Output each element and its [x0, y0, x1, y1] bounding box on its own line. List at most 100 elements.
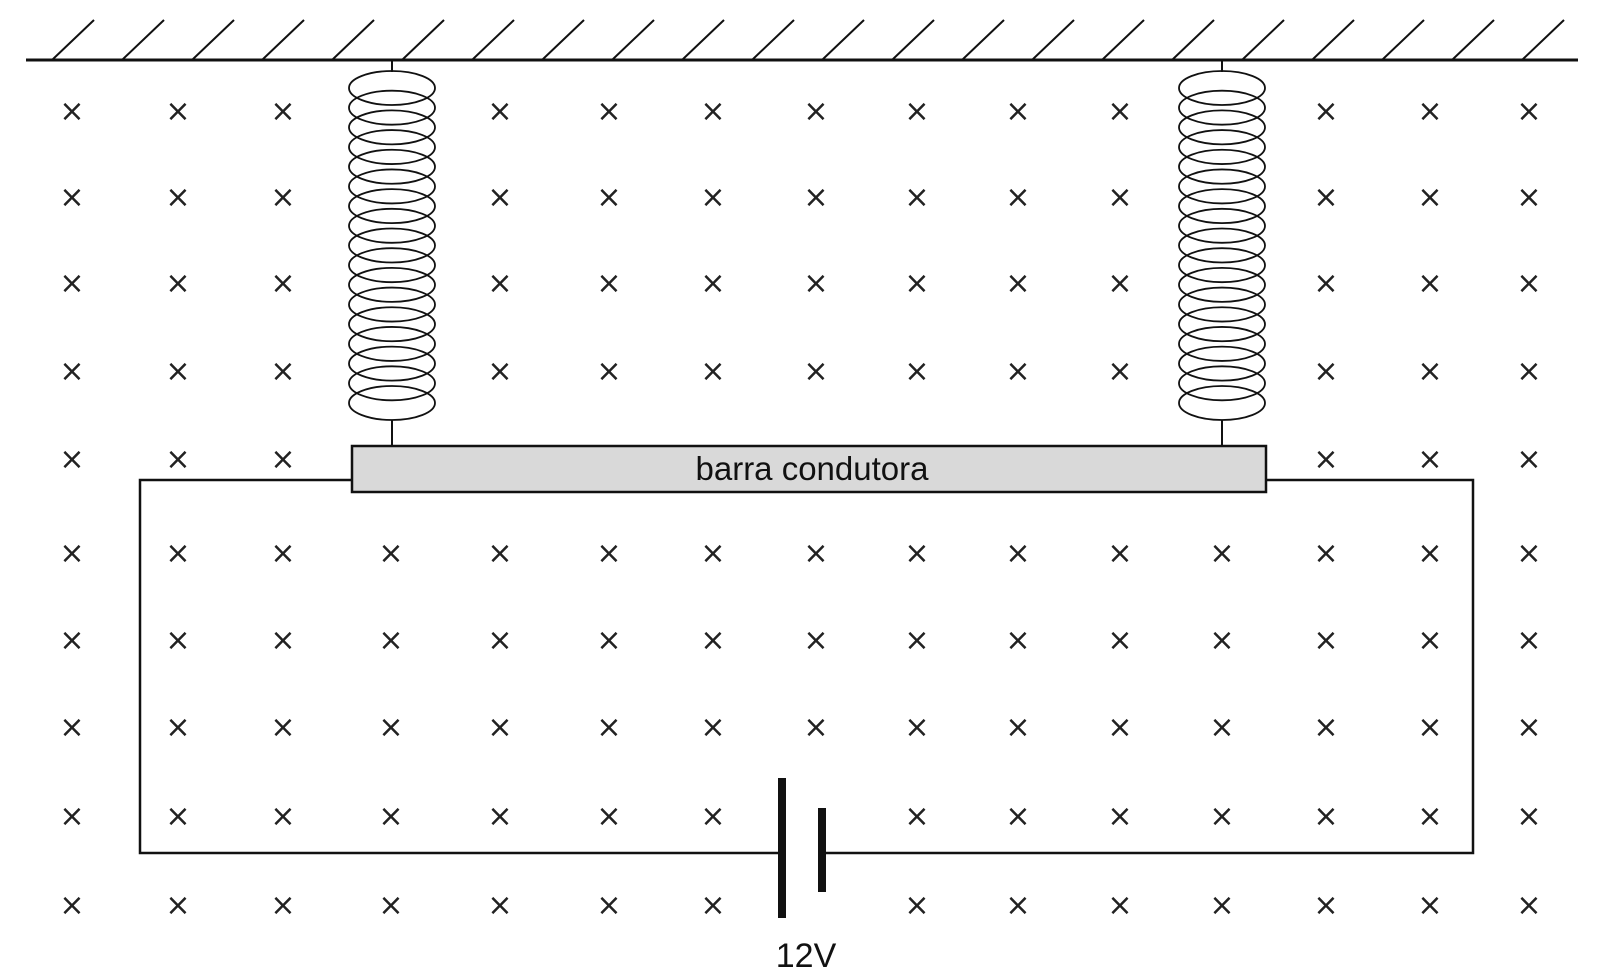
field-into-page-mark: × [1313, 442, 1338, 477]
spring-right-coils [1178, 70, 1266, 421]
field-into-page-mark: × [1107, 180, 1132, 215]
hatch-line [1171, 19, 1215, 61]
field-into-page-mark: × [270, 266, 295, 301]
spring-coil [1178, 89, 1266, 126]
field-into-page-mark: × [59, 94, 84, 129]
spring-coil [348, 345, 436, 382]
field-into-page-mark: × [1005, 888, 1030, 923]
field-into-page-mark: × [1516, 799, 1541, 834]
spring-coil [1178, 227, 1266, 264]
conducting-bar-label: barra condutora [696, 450, 930, 487]
field-into-page-mark: × [700, 354, 725, 389]
field-into-page-mark: × [165, 888, 190, 923]
field-into-page-mark: × [270, 180, 295, 215]
field-into-page-mark: × [1313, 623, 1338, 658]
field-into-page-mark: × [59, 354, 84, 389]
field-into-page-mark: × [1107, 266, 1132, 301]
hatch-line [121, 19, 165, 61]
spring-coil [1178, 345, 1266, 382]
field-into-page-mark: × [1313, 536, 1338, 571]
spring-coil [1178, 207, 1266, 244]
field-into-page-mark: × [1417, 623, 1442, 658]
field-into-page-mark: × [904, 266, 929, 301]
field-into-page-mark: × [1313, 94, 1338, 129]
field-into-page-mark: × [1417, 180, 1442, 215]
field-into-page-mark: × [1107, 710, 1132, 745]
spring-coil [348, 109, 436, 146]
hatch-line [471, 19, 515, 61]
field-into-page-mark: × [1417, 442, 1442, 477]
hatch-line [1381, 19, 1425, 61]
field-into-page-mark: × [700, 623, 725, 658]
field-into-page-mark: × [165, 536, 190, 571]
field-into-page-mark: × [904, 94, 929, 129]
field-into-page-mark: × [803, 623, 828, 658]
field-into-page-mark: × [487, 536, 512, 571]
field-into-page-mark: × [1005, 710, 1030, 745]
field-into-page-mark: × [1209, 710, 1234, 745]
field-into-page-mark: × [270, 888, 295, 923]
field-into-page-mark: × [1313, 354, 1338, 389]
field-into-page-mark: × [487, 623, 512, 658]
circuit-wire-right [821, 478, 1475, 855]
field-into-page-mark: × [1107, 888, 1132, 923]
spring-coil [1178, 247, 1266, 284]
field-into-page-mark: × [270, 799, 295, 834]
field-into-page-mark: × [487, 94, 512, 129]
field-into-page-mark: × [165, 623, 190, 658]
field-into-page-mark: × [1209, 888, 1234, 923]
spring-coil [1178, 306, 1266, 343]
field-into-page-mark: × [1516, 266, 1541, 301]
field-into-page-mark: × [700, 94, 725, 129]
hatch-line [681, 19, 725, 61]
field-into-page-mark: × [803, 94, 828, 129]
spring-coil [1178, 266, 1266, 303]
field-into-page-mark: × [270, 442, 295, 477]
field-into-page-mark: × [270, 710, 295, 745]
field-into-page-mark: × [700, 536, 725, 571]
field-into-page-mark: × [1516, 354, 1541, 389]
field-into-page-mark: × [803, 536, 828, 571]
circuit-wire-left [138, 478, 780, 855]
field-into-page-mark: × [378, 799, 403, 834]
field-into-page-mark: × [1516, 94, 1541, 129]
field-into-page-mark: × [596, 536, 621, 571]
field-into-page-mark: × [596, 180, 621, 215]
field-into-page-mark: × [378, 888, 403, 923]
field-into-page-mark: × [487, 180, 512, 215]
hatch-line [1521, 19, 1565, 61]
field-into-page-mark: × [1313, 710, 1338, 745]
field-into-page-mark: × [1107, 354, 1132, 389]
field-into-page-mark: × [596, 94, 621, 129]
field-into-page-mark: × [596, 710, 621, 745]
field-into-page-mark: × [59, 710, 84, 745]
field-into-page-mark: × [1005, 623, 1030, 658]
spring-coil [1178, 385, 1266, 421]
field-into-page-mark: × [700, 888, 725, 923]
field-into-page-mark: × [1417, 354, 1442, 389]
field-into-page-mark: × [803, 354, 828, 389]
field-into-page-mark: × [1107, 94, 1132, 129]
hatch-line [541, 19, 585, 61]
field-into-page-mark: × [487, 354, 512, 389]
hatch-line [261, 19, 305, 61]
field-into-page-mark: × [59, 623, 84, 658]
field-into-page-mark: × [1107, 799, 1132, 834]
field-into-page-mark: × [904, 354, 929, 389]
field-into-page-mark: × [270, 354, 295, 389]
spring-coil [348, 326, 436, 362]
field-into-page-mark: × [1005, 536, 1030, 571]
field-into-page-mark: × [1417, 799, 1442, 834]
hatch-line [331, 19, 375, 61]
spring-coil [348, 365, 436, 402]
spring-left-coils [348, 70, 436, 421]
field-into-page-mark: × [1313, 799, 1338, 834]
field-into-page-mark: × [700, 180, 725, 215]
hatch-line [1031, 19, 1075, 61]
field-into-page-mark: × [700, 266, 725, 301]
field-into-page-mark: × [165, 180, 190, 215]
field-into-page-mark: × [1417, 710, 1442, 745]
field-into-page-mark: × [59, 799, 84, 834]
field-into-page-mark: × [1516, 888, 1541, 923]
field-into-page-mark: × [487, 266, 512, 301]
